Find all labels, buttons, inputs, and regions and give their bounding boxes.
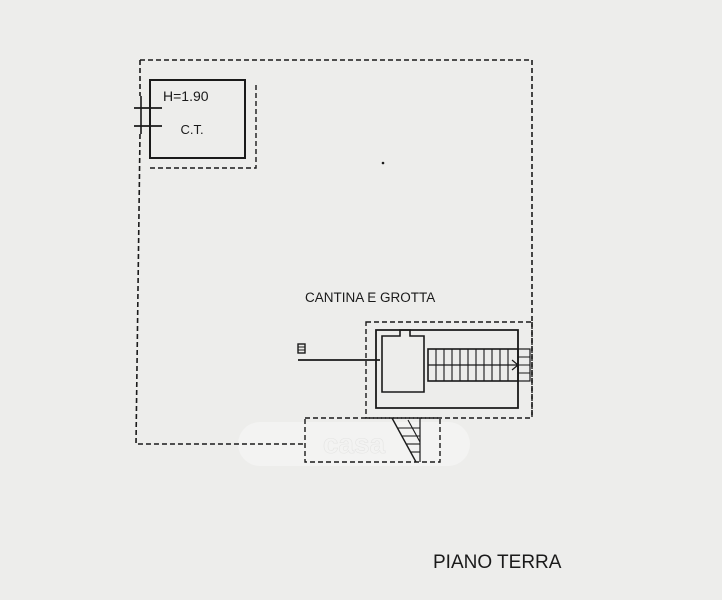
ct-height-label: H=1.90: [163, 88, 209, 104]
stair-direction-arrow: [511, 359, 519, 371]
floor-label: PIANO TERRA: [433, 552, 562, 573]
watermark: casa: [238, 422, 470, 466]
entrance: [297, 343, 380, 361]
lower-stair-outline: [304, 417, 441, 463]
cellar-inner-room: [381, 329, 425, 393]
cellar-label: CANTINA E GROTTA: [305, 290, 435, 305]
lower-stair-diagonal: [391, 417, 417, 463]
lower-stair-tread: [407, 419, 421, 443]
cellar-wall: [375, 329, 519, 409]
cellar-block: [365, 321, 533, 419]
lower-staircase: [304, 417, 441, 463]
stair-treads: [435, 349, 509, 381]
watermark-text: casa: [323, 428, 386, 459]
cellar-dashed-outline: [365, 321, 533, 419]
ct-room-outline: [150, 82, 257, 169]
lower-stair-treads: [398, 419, 421, 453]
ct-label: C.T.: [180, 122, 203, 137]
outer-perimeter: [135, 59, 533, 445]
ct-room: H=1.90 C.T.: [134, 79, 257, 169]
plan-dot: [381, 161, 385, 165]
perimeter-top-right: [140, 59, 533, 322]
entrance-symbol: [297, 343, 306, 354]
